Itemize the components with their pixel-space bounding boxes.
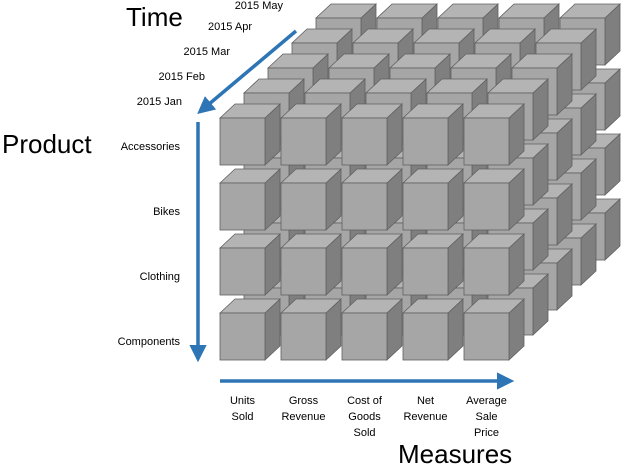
data-cube-0-1-2 [340,168,404,231]
data-cube-0-3-4 [462,298,526,361]
measure-label-line: Revenue [281,411,326,423]
data-cube-0-0-3 [401,103,465,166]
measure-label-line: Gross [288,395,319,407]
time-axis-title: Time [126,2,183,32]
data-cube-0-2-3 [401,233,465,296]
data-cube-0-1-0 [218,168,282,231]
data-cube-0-3-3 [401,298,465,361]
measure-label-line: Sold [353,427,376,439]
data-cube-0-1-4 [462,168,526,231]
product-label: Bikes [153,206,180,218]
time-label: 2015 Feb [158,71,205,83]
data-cube-0-1-3 [401,168,465,231]
measure-label-line: Sold [231,411,254,423]
measure-label-line: Sale [475,411,498,423]
measure-label-line: Cost of [347,395,382,407]
data-cube-0-0-0 [218,103,282,166]
data-cube-0-2-1 [279,233,343,296]
data-cube-0-0-2 [340,103,404,166]
data-cube-0-2-4 [462,233,526,296]
time-label: 2015 May [234,0,283,12]
time-axis-arrow [197,29,298,115]
measure-label-line: Net [416,395,435,407]
time-label: 2015 Mar [183,46,230,58]
product-axis-title: Product [2,129,92,159]
data-cube-0-1-1 [279,168,343,231]
product-label: Components [117,336,180,348]
measure-label-line: Average [466,395,507,407]
product-label: Accessories [120,141,180,153]
data-cube-0-0-4 [462,103,526,166]
time-label: 2015 Jan [136,96,182,108]
time-label: 2015 Apr [207,21,252,33]
measure-label-line: Revenue [403,411,448,423]
measures-axis-title: Measures [398,439,513,469]
data-cube-0-0-1 [279,103,343,166]
measure-label-line: Goods [348,411,381,423]
data-cube-0-3-1 [279,298,343,361]
data-cube-0-3-2 [340,298,404,361]
measure-label-line: Price [473,427,500,439]
data-cube-0-2-0 [218,233,282,296]
data-cube-0-2-2 [340,233,404,296]
data-cube-0-3-0 [218,298,282,361]
product-label: Clothing [139,271,180,283]
measure-label-line: Units [229,395,256,407]
